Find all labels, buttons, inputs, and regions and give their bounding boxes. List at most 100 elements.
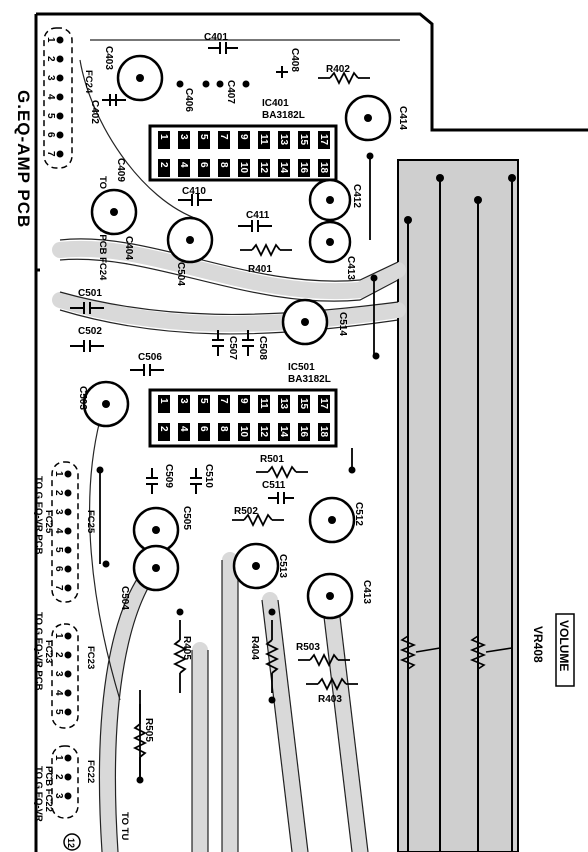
ic-pin-label: 3 (178, 134, 189, 140)
ic-pin-label: 17 (318, 398, 329, 410)
svg-text:R502: R502 (234, 506, 258, 517)
svg-text:C409: C409 (115, 158, 126, 182)
ic-pin-label: 6 (198, 162, 209, 168)
svg-text:C507: C507 (227, 336, 238, 360)
svg-text:C514: C514 (337, 312, 348, 336)
ic-pin-label: 3 (178, 398, 189, 404)
connector-fc22: 123 FC22 TO G.EQ-VR PCB FC22 (33, 745, 96, 822)
svg-text:C414: C414 (397, 106, 408, 130)
vr-reference: VR408 (531, 626, 545, 663)
svg-text:C504: C504 (119, 586, 130, 610)
connector-pin-label: 5 (53, 547, 64, 553)
connector-pin-label: 1 (53, 471, 64, 477)
film-capacitors (70, 42, 294, 504)
ic-pin (218, 423, 230, 441)
connector-pin-label: 5 (45, 113, 56, 119)
connector-pin-label: 4 (45, 94, 56, 100)
svg-text:C511: C511 (262, 480, 286, 491)
connector-pin (64, 773, 72, 781)
ic-pin (158, 159, 170, 177)
connector-pin (56, 93, 64, 101)
connector-pin-label: 2 (45, 56, 56, 62)
ic-pin-label: 12 (258, 162, 269, 174)
connector-pin (64, 489, 72, 497)
connector-pin (64, 508, 72, 516)
ic-pin (238, 423, 250, 441)
ic-pin-label: 13 (278, 398, 289, 410)
ic-pin-label: 10 (238, 162, 249, 174)
svg-text:C403: C403 (103, 46, 114, 70)
svg-text:R403: R403 (318, 694, 342, 705)
ic-pin-label: 14 (278, 162, 289, 174)
volume-label: VOLUME (555, 613, 575, 687)
svg-text:C411: C411 (246, 210, 270, 221)
ic-pin-label: 4 (178, 162, 189, 168)
vr-wires (407, 178, 513, 852)
connector-pin (56, 150, 64, 158)
connector-pin (64, 670, 72, 678)
ic-pin-label: 5 (198, 134, 209, 140)
ic-pin-label: 2 (158, 426, 169, 432)
ic-pin (258, 159, 270, 177)
connector-pin-label: 2 (53, 774, 64, 780)
ic-pin-label: 1 (158, 134, 169, 140)
svg-text:C401: C401 (204, 32, 228, 43)
ic401-ref: IC401 (262, 98, 289, 109)
ic-pin-label: 14 (278, 426, 289, 438)
ic-pin-label: 5 (198, 398, 209, 404)
ic-pin-label: 18 (318, 162, 329, 174)
connector-pin (64, 689, 72, 697)
svg-text:C508: C508 (257, 336, 268, 360)
connector-pin-label: 7 (45, 151, 56, 157)
connector-pin (64, 546, 72, 554)
ic-pin (238, 131, 250, 149)
ic-pin (278, 159, 290, 177)
svg-text:R501: R501 (260, 454, 284, 465)
svg-text:TO G.EQ-VR: TO G.EQ-VR (33, 766, 44, 822)
connector-pin (56, 131, 64, 139)
ic-pin (318, 423, 330, 441)
ic-pin (158, 423, 170, 441)
ic-pin (178, 395, 190, 413)
ic-pin-label: 18 (318, 426, 329, 438)
connector-pin (64, 632, 72, 640)
connector-pin (64, 470, 72, 478)
ic-pin (298, 159, 310, 177)
svg-text:FC24: FC24 (83, 70, 94, 94)
svg-text:FC23: FC23 (43, 640, 54, 663)
svg-text:C410: C410 (182, 186, 206, 197)
svg-text:C513: C513 (277, 554, 288, 578)
svg-text:TO G.EQ-VR PCB: TO G.EQ-VR PCB (33, 476, 44, 555)
ic-pin-label: 11 (258, 398, 269, 409)
svg-text:12: 12 (66, 838, 76, 848)
ic-pin-label: 4 (178, 426, 189, 432)
svg-text:PCB FC22: PCB FC22 (43, 766, 54, 812)
ic-pin (318, 395, 330, 413)
connector-pin (64, 792, 72, 800)
connector-pin (56, 74, 64, 82)
ic-pin (278, 131, 290, 149)
ic-pin (198, 423, 210, 441)
ic-pin (218, 395, 230, 413)
connector-pin-label: 1 (45, 37, 56, 43)
svg-text:C506: C506 (138, 352, 162, 363)
svg-text:C406: C406 (183, 88, 194, 112)
ic-pin-label: 9 (238, 398, 249, 404)
ic-pin (178, 131, 190, 149)
ic-pin (198, 159, 210, 177)
ic-pin-label: 12 (258, 426, 269, 438)
ic-pin-label: 7 (218, 398, 229, 404)
svg-text:C412: C412 (351, 184, 362, 208)
ic-pin (298, 395, 310, 413)
ic-pin (258, 131, 270, 149)
ic501-ref: IC501 (288, 362, 315, 373)
svg-text:TO G.EQ-VR PCB: TO G.EQ-VR PCB (33, 612, 44, 691)
svg-text:C510: C510 (203, 464, 214, 488)
board-title: G.EQ-AMP PCB (14, 90, 33, 228)
connector-pin-label: 7 (53, 585, 64, 591)
svg-text:R503: R503 (296, 642, 320, 653)
svg-text:FC25: FC25 (85, 510, 96, 534)
